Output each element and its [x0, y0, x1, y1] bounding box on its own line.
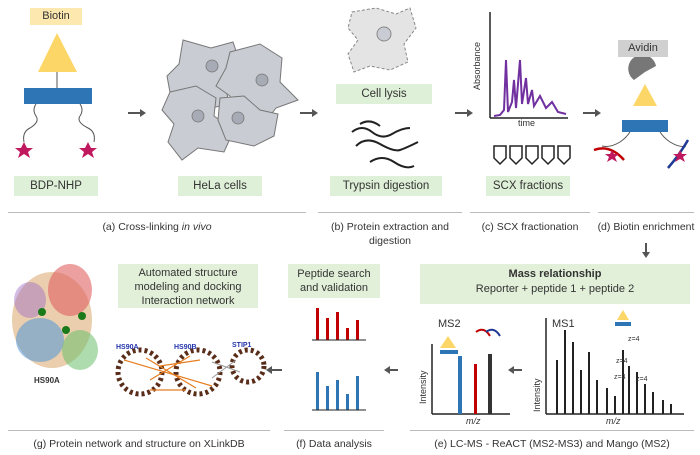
chromatogram-trace — [493, 59, 567, 117]
divider-d — [598, 212, 694, 213]
mass-relationship-title: Mass relationship — [508, 268, 602, 280]
ms1-label: MS1 — [552, 318, 575, 330]
z4-label-4: z=4 — [614, 374, 626, 381]
bdp-linker-bar — [24, 88, 92, 104]
avidin-label: Avidin — [618, 40, 668, 57]
peptide-search-box: Peptide search and validation — [288, 264, 380, 298]
net-stip1-label: STIP1 — [232, 342, 252, 349]
caption-b: (b) Protein extraction and digestion — [331, 221, 449, 247]
red-bar-chart — [316, 308, 359, 340]
caption-e: (e) LC-MS - ReACT (MS2-MS3) and Mango (M… — [434, 438, 670, 450]
nhs-star-right — [79, 142, 97, 158]
net-hs90b-label: HS90B — [174, 344, 197, 351]
peptide-fragments — [351, 120, 419, 169]
divider-e — [410, 430, 694, 431]
ms2-label: MS2 — [438, 318, 461, 330]
avidin-shape — [628, 54, 656, 80]
nhs-star-left — [15, 142, 33, 158]
divider-b — [318, 212, 462, 213]
caption-c: (c) SCX fractionation — [481, 221, 579, 233]
scx-fractions-label: SCX fractions — [486, 176, 570, 196]
hela-cells-image — [161, 39, 299, 161]
divider-c — [470, 212, 590, 213]
time-axis-label: time — [518, 118, 536, 128]
ms2-mz-label: m/z — [466, 416, 481, 426]
z4-label-2: z=4 — [616, 358, 628, 365]
z4-label-1: z=4 — [628, 336, 640, 343]
blue-bar-chart — [316, 372, 359, 410]
z4-label-3: z=4 — [636, 376, 648, 383]
divider-g — [8, 430, 270, 431]
mass-relationship-subtitle: Reporter + peptide 1 + peptide 2 — [475, 283, 635, 295]
biotin-label: Biotin — [30, 8, 82, 25]
mass-relationship-box: Mass relationship Reporter + peptide 1 +… — [420, 264, 690, 304]
divider-f — [284, 430, 384, 431]
trypsin-digestion-label: Trypsin digestion — [330, 176, 442, 196]
caption-a: (a) Cross-linking in vivo — [102, 221, 212, 233]
automated-structure-box: Automated structure modeling and docking… — [118, 264, 258, 308]
caption-d: (d) Biotin enrichment — [597, 221, 695, 233]
bdp-nhp-label: BDP-NHP — [14, 176, 98, 196]
absorbance-axis-label: Absorbance — [472, 41, 482, 90]
interaction-network — [115, 347, 267, 397]
caption-f: (f) Data analysis — [296, 438, 372, 450]
ms1-peaks — [556, 330, 672, 414]
ms1-intensity-label: Intensity — [532, 378, 542, 412]
biotin-triangle — [38, 33, 77, 72]
cell-lysis-label: Cell lysis — [336, 84, 432, 104]
divider-a — [8, 212, 306, 213]
net-hs90a-label: HS90A — [116, 344, 139, 351]
avidin-biotin-triangle — [633, 84, 657, 106]
protein-structure-image — [12, 264, 98, 370]
ms2-intensity-label: Intensity — [418, 370, 428, 404]
hela-cells-label: HeLa cells — [178, 176, 262, 196]
ms1-mz-label: m/z — [606, 416, 621, 426]
hs90a-structure-label: HS90A — [34, 376, 60, 385]
scx-fraction-tubes — [493, 145, 571, 166]
caption-g: (g) Protein network and structure on XLi… — [33, 438, 245, 450]
